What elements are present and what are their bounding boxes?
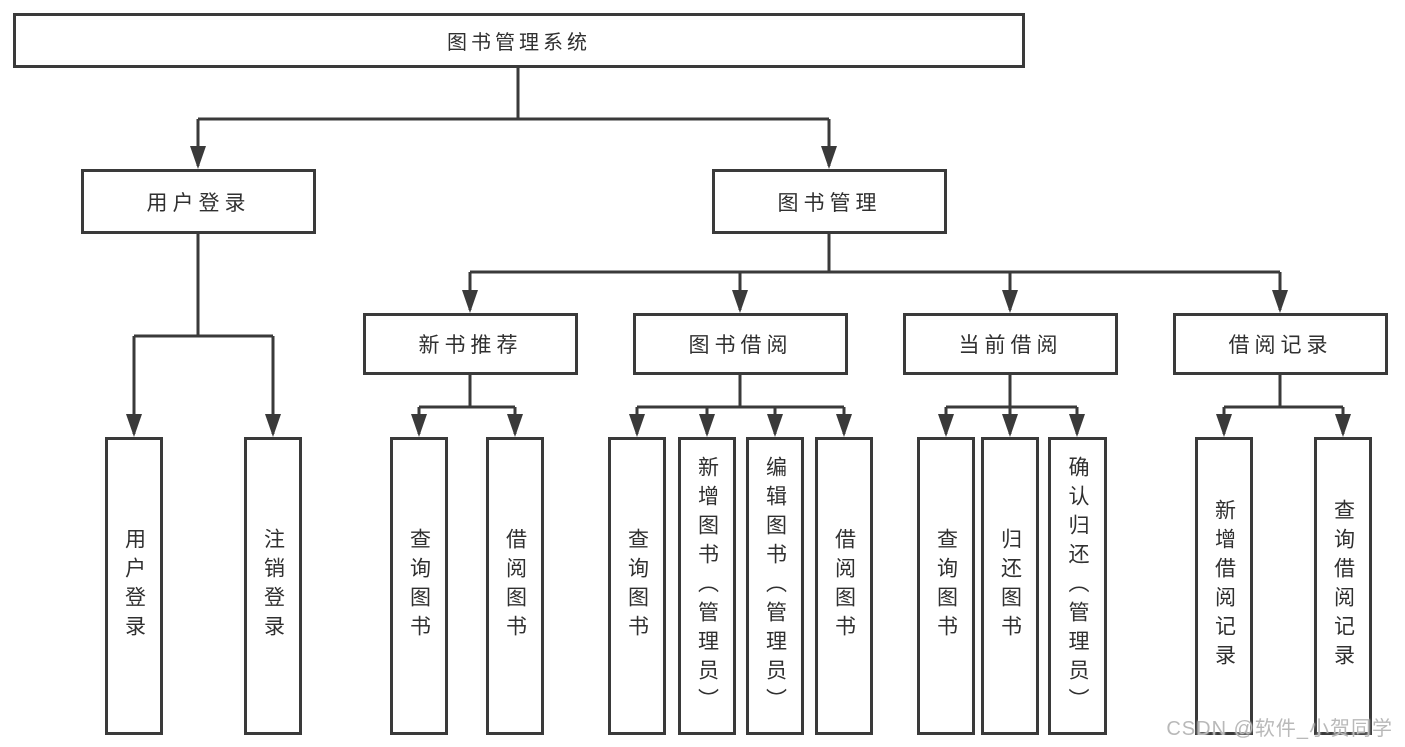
edge-borrow-record-to-leaves	[1216, 375, 1351, 437]
node-label: 用户登录	[146, 191, 251, 215]
node-library-management-system: 图书管理系统	[13, 13, 1025, 68]
node-label: 图书借阅	[688, 334, 793, 357]
leaf-logout-login: 注销登录	[244, 437, 302, 735]
leaf-return-book: 归还图书	[981, 437, 1039, 735]
csdn-watermark: CSDN @软件_小贺同学	[1166, 718, 1393, 740]
node-book-borrow: 图书借阅	[633, 313, 848, 375]
node-label: 图书管理系统	[447, 32, 591, 54]
leaf-query-borrow-record: 查询借阅记录	[1314, 437, 1372, 735]
node-label: 查询借阅记录	[1331, 499, 1355, 673]
leaf-confirm-return-admin: 确认归还（管理员）	[1048, 437, 1107, 735]
node-label: 查询图书	[625, 528, 649, 644]
node-label: 查询图书	[407, 528, 431, 644]
node-label: 用户登录	[122, 528, 146, 644]
node-label: 当前借阅	[958, 334, 1063, 357]
node-book-management: 图书管理	[712, 169, 947, 234]
node-label: 归还图书	[998, 528, 1022, 644]
node-label: 图书管理	[777, 191, 882, 215]
leaf-add-book-admin: 新增图书（管理员）	[678, 437, 736, 735]
node-label: 编辑图书（管理员）	[763, 455, 787, 717]
leaf-recommend-query-book: 查询图书	[390, 437, 448, 735]
edge-new-book-recommend-to-leaves	[411, 375, 523, 437]
node-label: 注销登录	[261, 528, 285, 644]
node-current-borrow: 当前借阅	[903, 313, 1118, 375]
node-new-book-recommend: 新书推荐	[363, 313, 578, 375]
leaf-recommend-borrow-book: 借阅图书	[486, 437, 544, 735]
leaf-edit-book-admin: 编辑图书（管理员）	[746, 437, 804, 735]
node-label: 查询图书	[934, 528, 958, 644]
node-borrow-record: 借阅记录	[1173, 313, 1388, 375]
node-label: 借阅记录	[1228, 334, 1333, 357]
node-label: 确认归还（管理员）	[1066, 455, 1089, 717]
edge-user-login-to-leaves	[126, 234, 281, 437]
leaf-add-borrow-record: 新增借阅记录	[1195, 437, 1253, 735]
node-label: 新增图书（管理员）	[695, 455, 719, 717]
leaf-current-query-book: 查询图书	[917, 437, 975, 735]
edge-book-borrow-to-leaves	[629, 375, 852, 437]
node-label: 借阅图书	[832, 528, 856, 644]
leaf-borrow-book: 借阅图书	[815, 437, 873, 735]
node-user-login: 用户登录	[81, 169, 316, 234]
edge-current-borrow-to-leaves	[938, 375, 1085, 437]
edge-root-to-level2	[190, 68, 837, 169]
leaf-user-login: 用户登录	[105, 437, 163, 735]
leaf-borrow-query-book: 查询图书	[608, 437, 666, 735]
node-label: 借阅图书	[503, 528, 527, 644]
node-label: 新增借阅记录	[1212, 499, 1236, 673]
node-label: 新书推荐	[418, 334, 523, 357]
edge-book-management-to-level3	[462, 234, 1288, 313]
